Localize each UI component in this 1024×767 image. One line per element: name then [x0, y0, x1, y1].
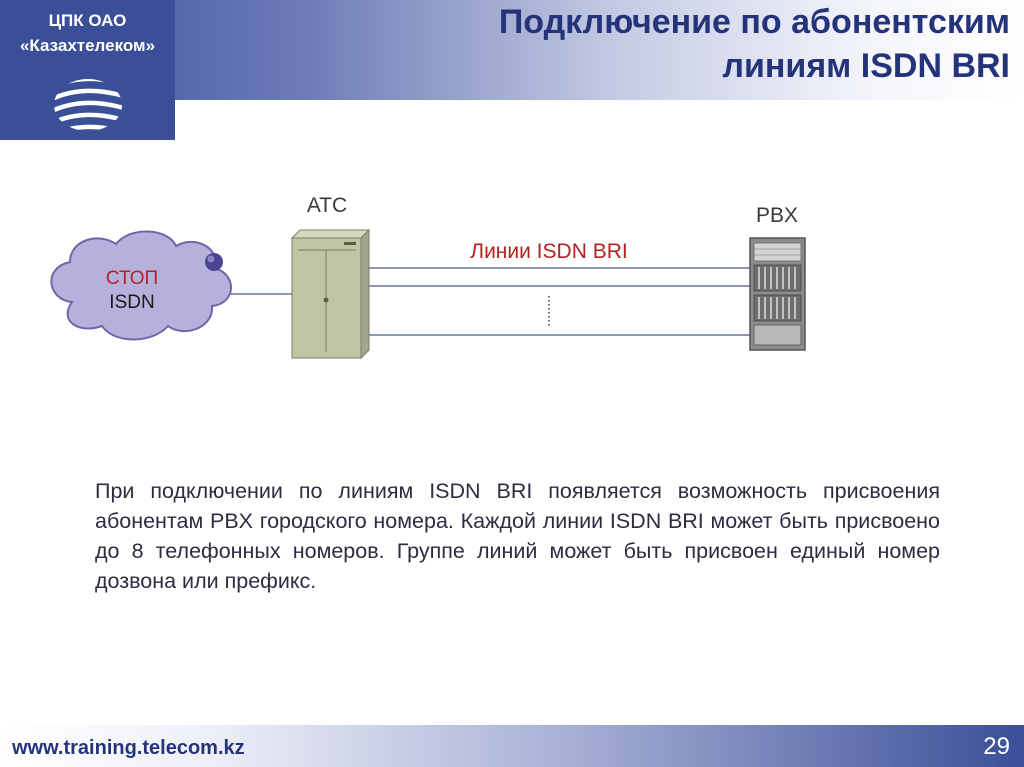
exchange-label: АТС — [307, 194, 347, 217]
pbx-rack-icon — [749, 237, 806, 351]
cloud-label-line2: ISDN — [109, 292, 154, 313]
footer-band — [0, 725, 1024, 767]
title-line1: Подключение по абонентским — [498, 3, 1010, 41]
company-logo-icon — [54, 79, 122, 131]
page-title: Подключение по абонентским линиям ISDN B… — [410, 0, 1010, 88]
org-name-line1: ЦПК ОАО — [48, 11, 127, 30]
cloud-network-icon — [50, 230, 232, 341]
pbx-label: PBX — [756, 204, 798, 227]
isdn-lines-label: Линии ISDN BRI — [470, 240, 627, 263]
description-paragraph: При подключении по линиям ISDN BRI появл… — [95, 479, 940, 593]
website-link[interactable]: www.training.telecom.kz — [12, 737, 245, 759]
page-number: 29 — [983, 733, 1010, 760]
logo-panel: ЦПК ОАО «Казахтелеком» — [0, 0, 175, 140]
cloud-label-line1: СТОП — [106, 268, 158, 289]
isdn-diagram: СТОП ISDN АТС Линии ISDN BRI — [50, 194, 806, 360]
org-name-line2: «Казахтелеком» — [19, 36, 156, 55]
org-name: ЦПК ОАО «Казахтелеком» — [0, 8, 175, 58]
title-line2: линиям ISDN BRI — [722, 47, 1010, 85]
exchange-cabinet-icon — [290, 228, 371, 360]
